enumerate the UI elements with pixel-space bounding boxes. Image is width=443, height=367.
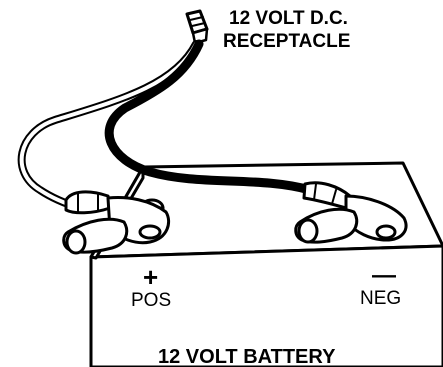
dc-receptacle (187, 11, 207, 43)
battery-title: 12 VOLT BATTERY (158, 346, 336, 367)
receptacle-label-line1: 12 VOLT D.C. (229, 8, 348, 29)
negative-symbol: — (372, 262, 396, 289)
positive-symbol: + (143, 262, 158, 292)
negative-label: NEG (360, 288, 401, 309)
receptacle-label-line2: RECEPTACLE (223, 31, 350, 52)
positive-label: POS (131, 290, 171, 311)
